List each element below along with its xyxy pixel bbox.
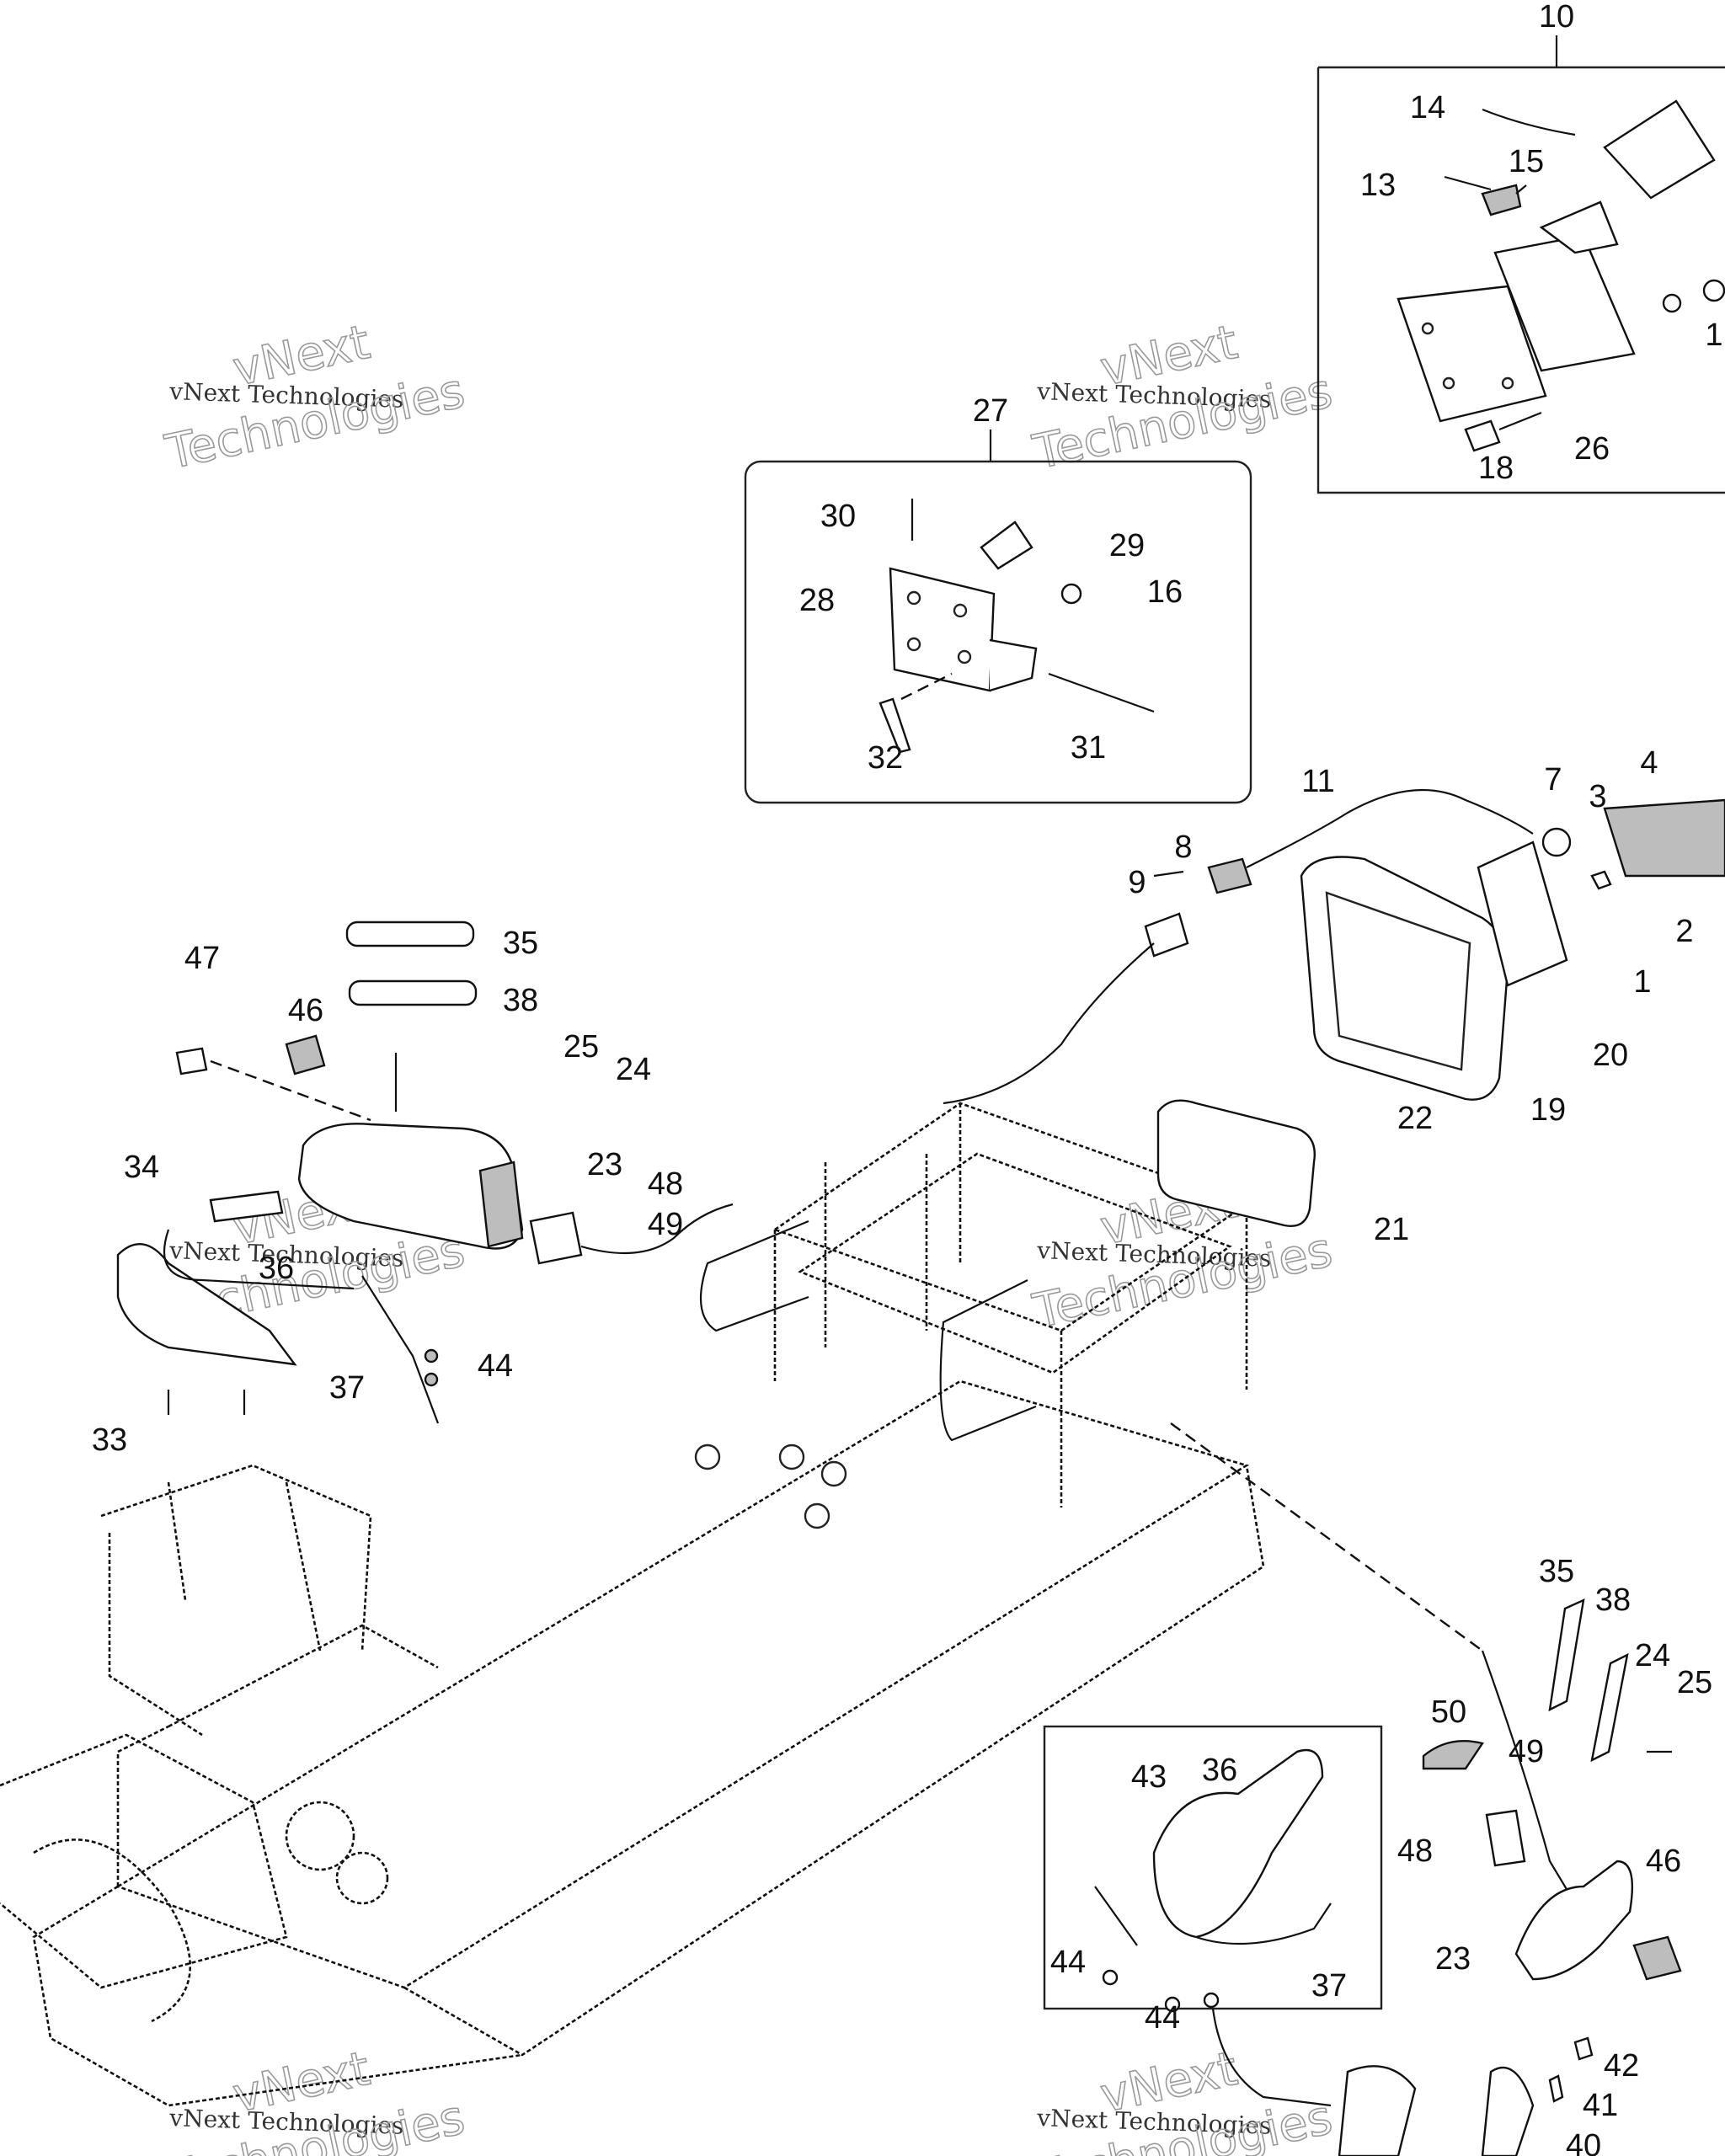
callout-label-c44c: 44 <box>1145 2000 1180 2036</box>
callout-label-c22: 22 <box>1397 1101 1433 1136</box>
callout-label-c3: 3 <box>1589 779 1606 814</box>
callout-label-c1a: 1 <box>1705 318 1722 353</box>
callout-label-c25a: 25 <box>563 1029 599 1065</box>
right-handle-assembly <box>1211 1598 1682 2156</box>
callout-label-c28: 28 <box>799 583 835 618</box>
callout-label-c8: 8 <box>1174 830 1192 865</box>
callout-label-c43: 43 <box>1131 1759 1167 1795</box>
callout-label-c35b: 35 <box>1539 1554 1574 1589</box>
callout-label-c37a: 37 <box>329 1370 365 1406</box>
callout-label-c47: 47 <box>184 941 220 976</box>
callout-label-c15: 15 <box>1509 144 1544 179</box>
callout-label-c44b: 44 <box>1050 1945 1086 1980</box>
callout-label-c34: 34 <box>124 1150 159 1185</box>
left-handle-assembly <box>116 921 734 1424</box>
callout-label-c1: 1 <box>1633 964 1651 1000</box>
callout-label-c40: 40 <box>1566 2128 1601 2156</box>
callout-label-c46b: 46 <box>1646 1844 1681 1879</box>
callout-label-c4: 4 <box>1640 745 1658 781</box>
callout-label-c44a: 44 <box>478 1348 513 1384</box>
callout-label-c46a: 46 <box>288 993 323 1028</box>
callout-label-c19: 19 <box>1530 1092 1566 1128</box>
callout-label-c36b: 36 <box>1202 1753 1237 1788</box>
callout-label-c21: 21 <box>1374 1212 1409 1247</box>
callout-label-c26: 26 <box>1574 431 1610 467</box>
callout-label-c25b: 25 <box>1677 1665 1712 1700</box>
callout-label-c20: 20 <box>1593 1038 1628 1073</box>
callout-label-c42: 42 <box>1604 2048 1639 2084</box>
callout-label-c36a: 36 <box>259 1251 294 1286</box>
callout-label-c7: 7 <box>1544 762 1562 798</box>
callout-label-c16: 16 <box>1147 574 1183 610</box>
callout-label-c38b: 38 <box>1595 1582 1631 1618</box>
group-27-box <box>744 430 1252 804</box>
callout-label-c14: 14 <box>1410 90 1445 125</box>
callout-label-c48b: 48 <box>1397 1833 1433 1869</box>
callout-label-c50: 50 <box>1431 1694 1466 1730</box>
callout-label-c18: 18 <box>1478 451 1514 486</box>
callout-label-c30: 30 <box>820 499 856 534</box>
callout-label-c37b: 37 <box>1311 1968 1347 2004</box>
callout-label-c32: 32 <box>868 740 903 776</box>
callout-label-c23a: 23 <box>587 1147 622 1182</box>
callout-label-c23b: 23 <box>1435 1941 1471 1977</box>
callout-label-c48a: 48 <box>648 1166 683 1202</box>
callout-label-c49a: 49 <box>648 1207 683 1242</box>
callout-label-c13: 13 <box>1360 168 1396 203</box>
callout-label-c9: 9 <box>1128 865 1146 900</box>
callout-label-c10: 10 <box>1539 0 1574 35</box>
callout-label-c29: 29 <box>1109 528 1145 563</box>
group-10-box <box>1316 35 1725 494</box>
callout-label-c35a: 35 <box>503 926 538 961</box>
callout-label-c2: 2 <box>1675 914 1693 949</box>
callout-label-c27: 27 <box>973 393 1008 429</box>
callout-label-c31: 31 <box>1071 730 1106 766</box>
callout-label-c24a: 24 <box>616 1052 651 1087</box>
callout-label-c49b: 49 <box>1509 1734 1544 1769</box>
callout-label-c38a: 38 <box>503 983 538 1018</box>
callout-label-c11: 11 <box>1301 764 1334 799</box>
callout-label-c33: 33 <box>92 1422 127 1458</box>
callout-label-c24b: 24 <box>1635 1638 1670 1673</box>
callout-label-c41: 41 <box>1583 2088 1618 2123</box>
taillight-assembly <box>943 788 1725 1227</box>
